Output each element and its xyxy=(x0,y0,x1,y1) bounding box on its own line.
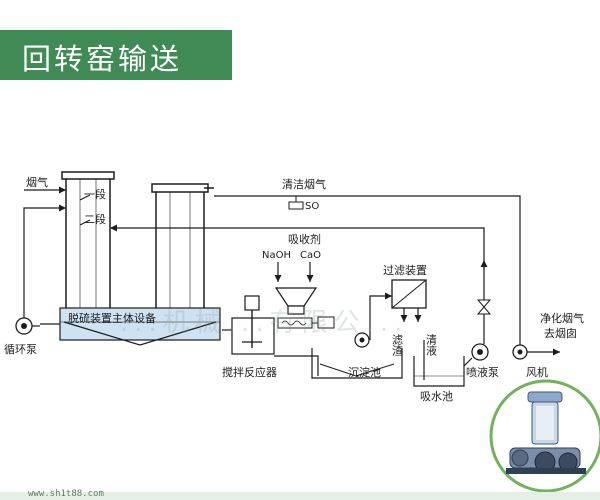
label-so: SO xyxy=(305,201,319,212)
absorption-tower xyxy=(61,171,115,310)
spray-pump-icon xyxy=(471,343,489,361)
stirred-reactor-icon xyxy=(231,295,275,355)
label-clear-liquid: 清液 xyxy=(425,334,438,357)
footer-url[interactable]: www.sh1t88.com xyxy=(28,489,104,499)
label-stage-two: 二段 xyxy=(84,212,106,226)
circulation-pump-icon xyxy=(15,317,40,335)
absorbent-hopper xyxy=(274,262,318,315)
label-absorbent: 吸收剂 xyxy=(288,232,321,246)
absorption-water-tank xyxy=(413,356,465,387)
page-title: 回转窑输送 xyxy=(22,42,183,76)
label-filter-device: 过滤装置 xyxy=(383,264,427,277)
label-settling-tank: 沉淀池 xyxy=(348,365,381,379)
chimney-tower xyxy=(151,183,214,310)
label-spray-pump: 喷液泵 xyxy=(466,365,499,379)
label-absorption-tank: 吸水池 xyxy=(420,390,453,403)
blower-product-image xyxy=(489,379,600,493)
screw-feeder xyxy=(277,316,335,329)
fan-icon xyxy=(512,344,528,360)
label-naoh: NaOH xyxy=(262,250,291,261)
watermark-text: ...机械...有限公... xyxy=(120,308,409,338)
label-fan: 风机 xyxy=(526,365,548,379)
label-to-chimney: 去烟囱 xyxy=(544,326,577,340)
label-purified-gas: 净化烟气 xyxy=(540,311,584,325)
label-circulation-pump: 循环泵 xyxy=(4,343,37,356)
label-flue-gas: 烟气 xyxy=(26,175,48,189)
valve-icon xyxy=(476,299,492,315)
label-clean-flue-gas: 清洁烟气 xyxy=(282,177,326,191)
title-banner: 回转窑输送 xyxy=(0,30,232,80)
so-sensor-icon xyxy=(288,196,304,210)
filter-feed-pump-icon xyxy=(354,332,370,348)
label-filter-residue: 滤渣 xyxy=(391,334,404,356)
label-stage-one: 一段 xyxy=(84,187,106,201)
footer-bar: www.sh1t88.com xyxy=(0,489,600,500)
label-stirred-reactor: 搅拌反应器 xyxy=(222,365,277,379)
settling-tank xyxy=(311,348,403,379)
label-cao: CaO xyxy=(300,250,321,261)
main-equipment-basin xyxy=(59,307,221,346)
filter-device xyxy=(391,279,427,309)
label-main-equipment: 脱硫装置主体设备 xyxy=(68,311,156,325)
